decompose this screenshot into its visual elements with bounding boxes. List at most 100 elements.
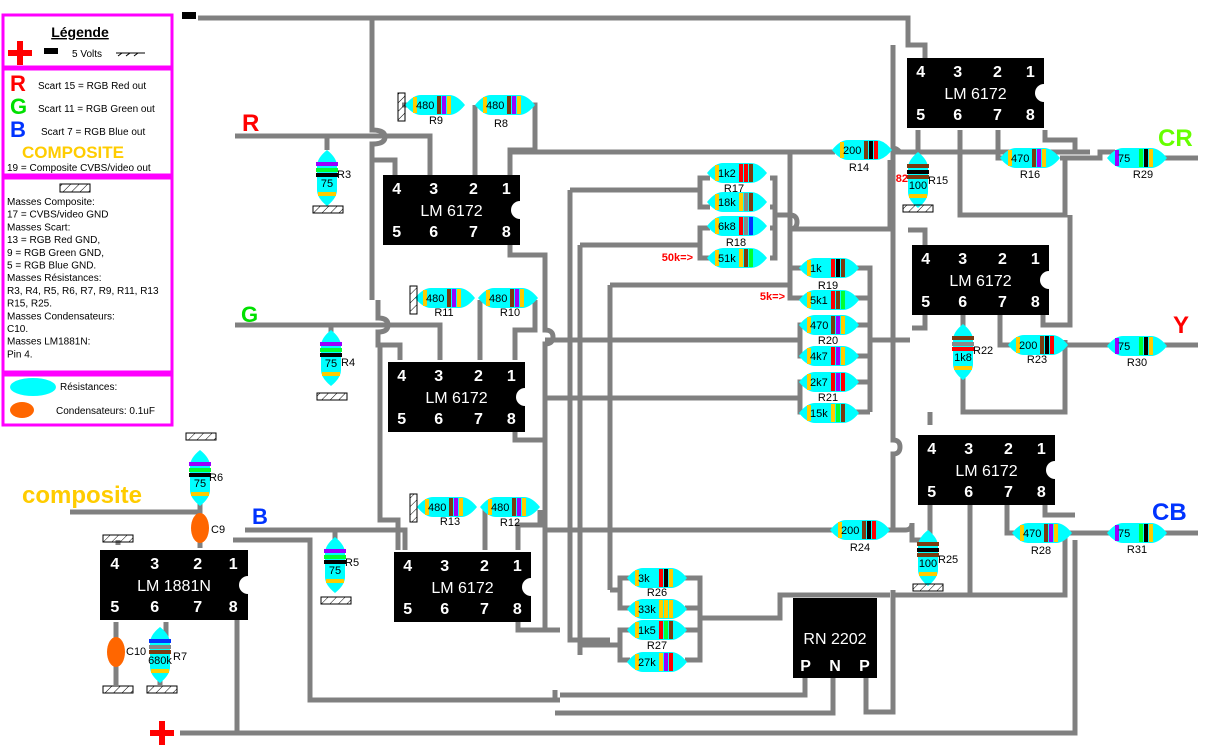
ic-body [394, 552, 531, 622]
resistor-value: 100 [909, 180, 927, 192]
resistor-value: 51k [718, 253, 736, 265]
resistor-ref: R22 [973, 345, 993, 357]
ic-pin-label: 1 [1031, 251, 1040, 268]
legend-ground-line: 9 = RGB Green GND, [7, 248, 104, 259]
resistor-band [715, 250, 719, 266]
resistor-band [189, 468, 211, 472]
resistor-band [807, 317, 811, 333]
resistor-band [1016, 337, 1020, 353]
ic-pin-label: 8 [229, 599, 238, 616]
resistor-band [1037, 149, 1041, 167]
resistor-band [413, 97, 417, 113]
resistor-band [1049, 524, 1053, 542]
power-line-icon [116, 52, 145, 57]
resistor-band [316, 173, 338, 177]
legend-ground-line: 5 = RGB Blue GND. [7, 261, 96, 272]
ic-pin-label: 3 [429, 181, 438, 198]
ic-pin-label: 6 [150, 599, 159, 616]
resistor-value: 15k [810, 408, 828, 420]
plus-terminal-icon [150, 721, 174, 745]
ic-pin-label: 7 [193, 599, 202, 616]
resistor-band [320, 353, 342, 357]
ic-name: LM 6172 [420, 203, 482, 220]
ground-icon [102, 534, 134, 543]
ic-pin-label: 7 [469, 224, 478, 241]
ic-pin-label: 4 [397, 368, 406, 385]
resistor-band [659, 621, 663, 639]
resistor-band [917, 542, 939, 546]
ic-pin-label: 6 [440, 601, 449, 618]
ic-pin-label: 8 [502, 224, 511, 241]
resistor-ref: R23 [1027, 354, 1047, 366]
resistor-ref: R20 [818, 335, 838, 347]
resistor-band [512, 96, 516, 114]
ground-icon [312, 205, 344, 214]
resistor: 4k7 [799, 346, 859, 366]
legend-signal-r: Scart 15 = RGB Red out [38, 81, 146, 92]
resistor-band [869, 141, 873, 159]
resistor: 100 [907, 152, 929, 208]
legend-signal-g: Scart 11 = RGB Green out [38, 104, 155, 115]
ic-notch [239, 576, 257, 594]
resistor-band [919, 572, 937, 576]
resistor: 1k2 [707, 163, 767, 183]
legend-ground-line: R3, R4, R5, R6, R7, R9, R11, R13 [7, 286, 159, 297]
resistor-band [488, 499, 492, 515]
ic-pin-label: 3 [434, 368, 443, 385]
resistor-value: 200 [1019, 340, 1037, 352]
ic-pin-label: 3 [964, 441, 973, 458]
resistor-band [907, 175, 929, 179]
resistor-band [669, 600, 673, 618]
capacitor: C10 [107, 637, 146, 667]
ground-icon [146, 685, 178, 694]
ground-icon [409, 493, 418, 523]
resistor-band [659, 600, 663, 618]
legend-ground-line: Pin 4. [7, 349, 33, 360]
ic-pin-label: N [829, 658, 841, 675]
resistor-band [872, 521, 876, 539]
resistor-band [831, 291, 835, 309]
ic-pin-label: 7 [993, 107, 1002, 124]
ic-pin-label: 5 [397, 411, 406, 428]
ic-pin-label: 8 [1026, 107, 1035, 124]
resistor-band [517, 96, 521, 114]
ic-notch [1035, 84, 1053, 102]
resistor-ref: R31 [1127, 544, 1147, 556]
ic-pin-label: 4 [403, 558, 412, 575]
resistor-band [749, 193, 753, 211]
resistor-band [744, 249, 748, 267]
output-label-cb: CB [1152, 499, 1187, 526]
resistor-band [664, 569, 668, 587]
resistor-band [437, 96, 441, 114]
resistor: 480 [478, 288, 538, 308]
resistor-value: 480 [426, 293, 444, 305]
resistor-band [149, 639, 171, 643]
ic-pin-label: 4 [110, 556, 119, 573]
resistor-value: 1k5 [638, 625, 656, 637]
resistor-band [449, 498, 453, 516]
resistor-band [952, 347, 974, 351]
resistor-band [1045, 336, 1049, 354]
ic-pin-label: 8 [1037, 484, 1046, 501]
resistor-band [874, 141, 878, 159]
resistor-value: 480 [428, 502, 446, 514]
resistor-value: 27k [638, 657, 656, 669]
resistor-value: 75 [329, 565, 341, 577]
resistor-band [836, 404, 840, 422]
ic-body [793, 598, 877, 678]
resistor-ref: R18 [726, 237, 746, 249]
resistor-band [324, 555, 346, 559]
capacitor-ref: C9 [211, 524, 225, 536]
resistor-band [189, 473, 211, 477]
resistor-value: 1k [810, 263, 822, 275]
ic-pin-label: 5 [403, 601, 412, 618]
resistor-value: 5k1 [810, 295, 828, 307]
resistor-band [664, 600, 668, 618]
resistor-band [841, 373, 845, 391]
resistor-band [454, 498, 458, 516]
resistor-value: 75 [1118, 528, 1130, 540]
resistor-band [189, 462, 211, 466]
